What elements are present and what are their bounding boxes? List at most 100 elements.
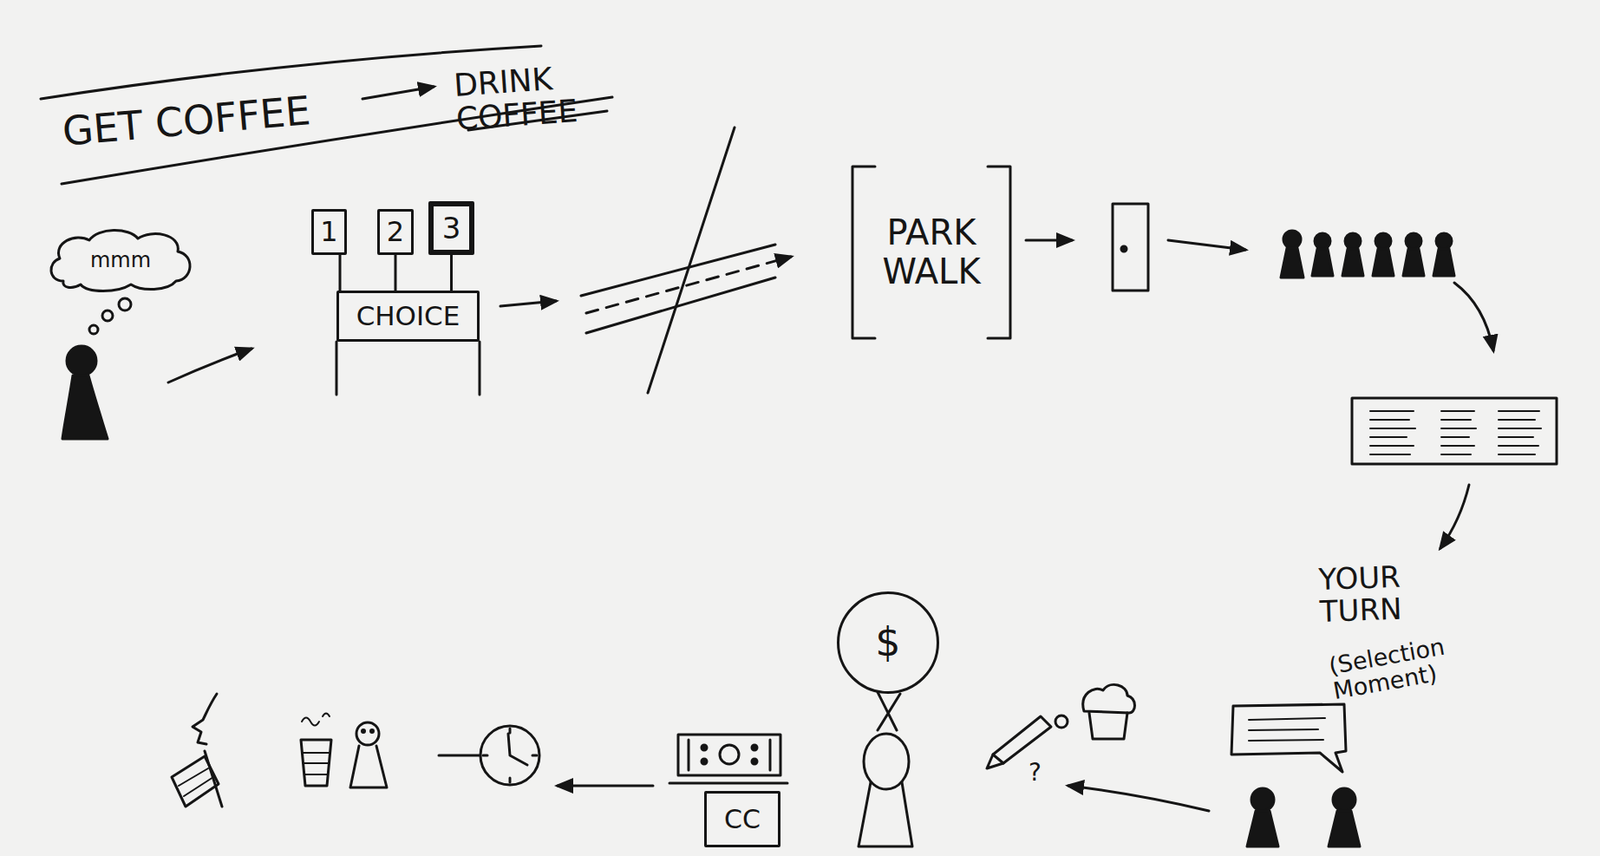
register-display <box>678 734 781 776</box>
person-head <box>66 346 97 376</box>
flow-arrow <box>168 348 252 383</box>
queue-person <box>1280 248 1304 278</box>
thought-dot <box>89 325 98 334</box>
pen <box>992 716 1052 764</box>
menu-lines <box>1370 411 1416 455</box>
queue-person <box>1436 233 1452 249</box>
cup-stripes <box>302 752 330 775</box>
display-dot <box>701 758 707 765</box>
flow-arrow <box>1454 282 1494 351</box>
node-text: 3 <box>442 211 462 245</box>
flow-arrow <box>1440 484 1470 549</box>
struck-goal: GET COFFEE <box>60 85 350 154</box>
drinker-face <box>192 693 217 745</box>
queue-person <box>1342 248 1364 276</box>
queue-person <box>1345 233 1361 249</box>
cupcake-top <box>1083 684 1136 713</box>
payer-legs <box>858 782 913 847</box>
display-digit <box>719 744 739 765</box>
barista <box>1332 788 1356 811</box>
display-dot <box>751 744 758 751</box>
choice-sign: CHOICE <box>336 290 480 342</box>
queue-person <box>1403 248 1424 276</box>
menu-board <box>1351 398 1557 464</box>
clock-hands <box>483 728 537 783</box>
flow-arrow <box>500 300 556 307</box>
activity-bracket: PARK WALK <box>847 163 1016 342</box>
queue-person <box>1312 248 1333 276</box>
coffee-cup <box>300 739 332 786</box>
menu-lines <box>1441 411 1476 455</box>
person-body <box>62 375 108 439</box>
wait-clock <box>480 725 540 785</box>
option-box: 2 <box>377 208 414 255</box>
card-reader: CC <box>704 790 781 848</box>
flow-arrow <box>1168 240 1246 250</box>
queue-person <box>1433 248 1455 276</box>
payer-body <box>863 733 909 790</box>
sign-post <box>339 254 342 291</box>
road-cross <box>647 127 735 393</box>
register-shelf <box>669 782 788 785</box>
display-dot <box>701 744 707 751</box>
sign-post <box>394 254 398 291</box>
display-bars <box>688 739 771 771</box>
barista <box>1328 810 1360 847</box>
node-text: CC <box>724 804 761 835</box>
node-text: $ <box>875 620 901 666</box>
thought-dot <box>118 298 131 311</box>
cup-steam <box>301 713 330 726</box>
dash <box>438 754 480 758</box>
flow-arrow <box>1025 239 1072 242</box>
customer <box>1247 810 1279 847</box>
node-text: PARK WALK <box>878 213 985 292</box>
door <box>1112 203 1149 291</box>
queue-person <box>1375 233 1392 249</box>
option-box: 3 <box>428 201 475 255</box>
road-edge <box>586 277 776 334</box>
flow-arrow <box>557 784 654 788</box>
server-body <box>350 745 387 788</box>
node-text: 1 <box>320 216 338 249</box>
speech-bubble <box>1231 704 1346 772</box>
display-dot <box>751 758 758 765</box>
queue-person <box>1314 233 1331 249</box>
flow-arrow <box>1068 785 1209 811</box>
cup-stripes <box>178 768 214 797</box>
speech-lines <box>1248 718 1326 741</box>
thought-bubble: mmm <box>44 227 197 294</box>
server-head <box>356 722 379 745</box>
struck-goal: DRINK COFFEE <box>452 58 609 138</box>
pen-tip <box>986 754 1004 769</box>
pen-cap <box>1055 715 1068 728</box>
node-text: CHOICE <box>356 300 461 332</box>
bracket-line <box>852 166 876 339</box>
node-text: 2 <box>386 216 405 249</box>
node-text: mmm <box>90 248 151 273</box>
goal-arrow <box>362 86 434 99</box>
money-thought: $ <box>836 591 940 694</box>
payer-neck <box>877 692 901 731</box>
queue-person <box>1405 233 1422 249</box>
menu-lines <box>1498 411 1542 455</box>
queue-person <box>1372 248 1394 276</box>
question-mark: ? <box>1028 759 1052 786</box>
cupcake-base <box>1089 712 1128 739</box>
thought-dot <box>102 310 113 321</box>
server-eye <box>371 730 374 733</box>
customer <box>1251 788 1274 811</box>
server-eye <box>362 730 366 733</box>
drinker-cup <box>171 756 219 807</box>
sign-leg <box>335 341 339 395</box>
queue-person <box>1283 230 1301 249</box>
sign-post <box>450 254 453 291</box>
bracket-line <box>987 166 1011 339</box>
turn-note: (Selection Moment) <box>1326 627 1485 705</box>
door-knob <box>1121 246 1127 252</box>
turn-note: YOUR TURN <box>1318 559 1437 627</box>
cloud-outline <box>51 229 190 291</box>
